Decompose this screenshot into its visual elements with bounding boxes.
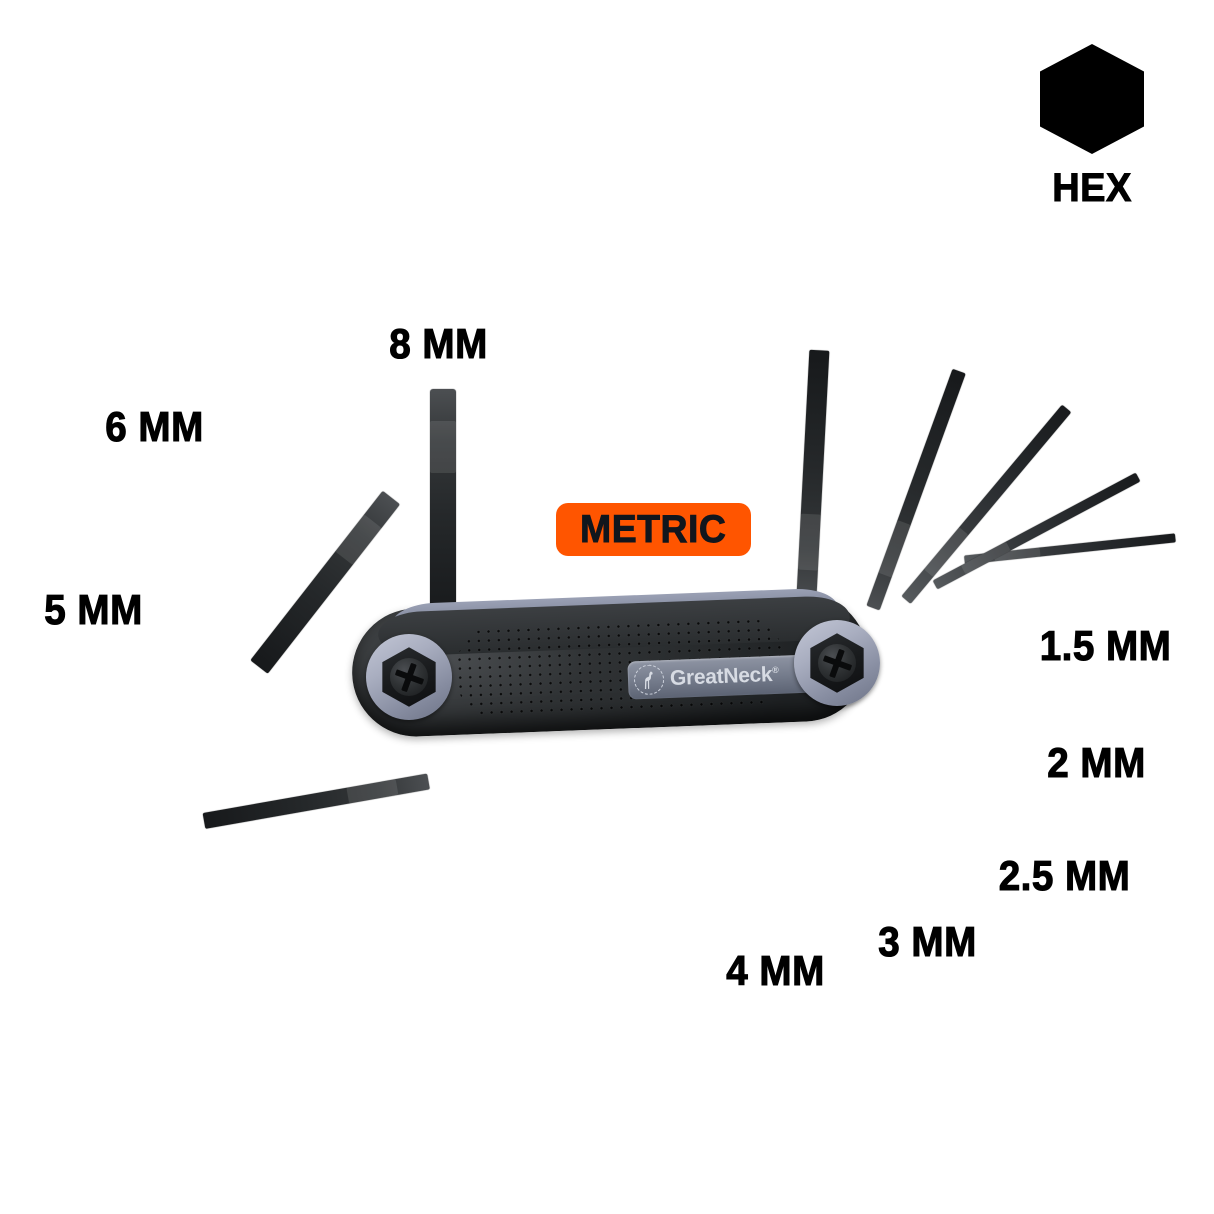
- hex-key-3mm: [866, 368, 966, 611]
- tool-body-liner: [391, 587, 839, 645]
- hex-key-2mm: [932, 472, 1141, 590]
- pivot-screw-left: [366, 634, 452, 720]
- metric-badge: METRIC: [556, 503, 751, 556]
- callout-label-6mm: 6 MM: [105, 403, 204, 450]
- brand-logo-plate: GreatNeck®: [627, 654, 815, 700]
- brand-name: GreatNeck®: [670, 663, 780, 691]
- tool-body-top-cap: [377, 594, 851, 658]
- pivot-recess-right: [810, 633, 864, 693]
- hex-key-1p5mm: [964, 533, 1176, 565]
- pivot-screw-right: [794, 620, 880, 706]
- hex-badge-label: HEX: [1052, 166, 1132, 211]
- registered-mark: ®: [771, 664, 779, 676]
- callout-label-2mm: 2 MM: [1047, 739, 1146, 786]
- phillips-screw-icon: [390, 658, 428, 696]
- callout-label-1p5mm: 1.5 MM: [1039, 622, 1172, 669]
- callout-label-3mm: 3 MM: [878, 918, 977, 965]
- hex-key-4mm: [796, 349, 830, 607]
- hex-badge: HEX: [1004, 44, 1180, 211]
- hexagon-icon: [1040, 44, 1144, 154]
- grip-texture: [453, 615, 787, 721]
- giraffe-emblem: [633, 664, 665, 696]
- hex-key-6mm: [250, 490, 401, 674]
- metric-badge-label: METRIC: [580, 507, 727, 551]
- tool-body-shell: [349, 591, 871, 739]
- hex-key-5mm: [202, 773, 430, 829]
- hex-key-8mm: [430, 389, 456, 621]
- callout-label-2p5mm: 2.5 MM: [998, 852, 1131, 899]
- callout-label-5mm: 5 MM: [44, 586, 143, 633]
- callout-label-4mm: 4 MM: [726, 947, 825, 994]
- callout-label-8mm: 8 MM: [389, 320, 488, 367]
- hex-key-2p5mm: [901, 404, 1072, 604]
- phillips-screw-icon: [818, 644, 856, 682]
- pivot-recess-left: [382, 647, 436, 707]
- brand-name-text: GreatNeck: [669, 663, 773, 690]
